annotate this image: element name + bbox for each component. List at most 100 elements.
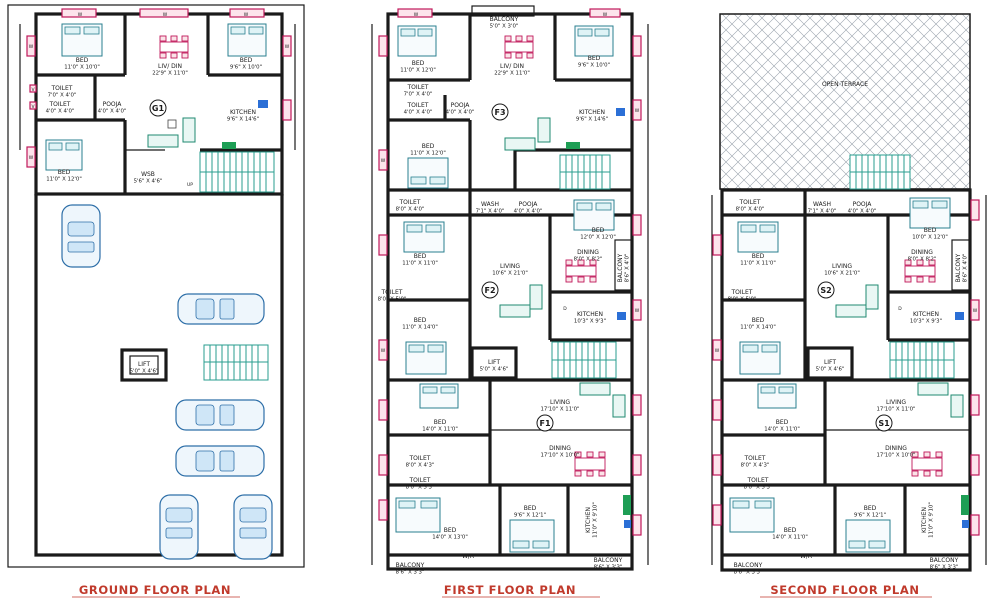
room-dimension: 11'0" X 9'10": [929, 502, 935, 538]
room-name: BED: [588, 55, 601, 62]
room-dimension: 8'0" X 8'2": [908, 257, 937, 263]
room-name: LIVING: [832, 263, 852, 270]
room-dimension: 11'0" X 12'0": [410, 151, 446, 157]
room-dimension: 7'0" X 4'0": [404, 92, 433, 98]
room-dimension: 10'6" X 21'0": [824, 271, 860, 277]
window-mark: W: [244, 12, 249, 18]
room-name: TOILET: [49, 101, 71, 108]
second-floor-plan: [711, 13, 987, 572]
room-dimension: 9'6" X 12'1": [854, 513, 886, 519]
unit-marker: F2: [481, 281, 499, 299]
room-dimension: 8'0" X 4'0": [396, 207, 425, 213]
ground-parking-outline: [34, 194, 284, 557]
room-name: LIFT: [138, 361, 150, 368]
door-mark: D: [563, 306, 567, 312]
room-name: BED: [924, 227, 937, 234]
room-name: KITCHEN: [921, 507, 928, 533]
room-dimension: 4'0" X 4'0": [404, 110, 433, 116]
room-name: LIVING: [500, 263, 520, 270]
room-dimension: 17'10" X 10'0": [540, 453, 579, 459]
room-dimension: 8'6" X 3'3": [396, 570, 425, 576]
room-dimension: 11'0" X 14'0": [402, 325, 438, 331]
room-dimension: 11'0" X 11'0": [402, 261, 438, 267]
unit-marker: S2: [817, 281, 835, 299]
room-dimension: 14'0" X 11'0": [764, 427, 800, 433]
room-dimension: 4'0" X 4'0": [98, 109, 127, 115]
second-lift: [806, 346, 854, 380]
room-name: OPEN TERRACE: [822, 81, 868, 88]
room-dimension: 22'9" X 11'0": [494, 71, 530, 77]
room-dimension: 8'0" X 4'3": [741, 463, 770, 469]
room-name: BED: [752, 253, 765, 260]
window-mark: W: [973, 308, 978, 314]
room-name: BED: [414, 317, 427, 324]
room-dimension: 4'0" X 4'0": [514, 209, 543, 215]
room-dimension: 5'0" X 3'0": [490, 24, 519, 30]
room-dimension: 8'6" X 3'3": [930, 565, 959, 571]
room-name: DINING: [577, 249, 599, 256]
svg-text:G1: G1: [152, 104, 165, 113]
window-mark: W: [715, 348, 720, 354]
room-dimension: 14'0" X 13'0": [432, 535, 468, 541]
room-dimension: 11'0" X 9'10": [593, 502, 599, 538]
room-dimension: 8'0" X 5'0": [378, 297, 407, 303]
car-icon: [61, 204, 101, 268]
room-name: TOILET: [51, 85, 73, 92]
room-dimension: 17'10" X 10'0": [876, 453, 915, 459]
first-floor-title: FIRST FLOOR PLAN: [444, 583, 576, 597]
stair-up-mark: UP: [187, 182, 193, 188]
room-dimension: 8'6" X 4'0": [625, 254, 631, 283]
room-dimension: 17'10" X 11'0": [540, 407, 579, 413]
room-dimension: 10'6" X 21'0": [492, 271, 528, 277]
room-name: TOILET: [409, 455, 431, 462]
room-dimension: 22'9" X 11'0": [152, 71, 188, 77]
first-lift: [470, 346, 518, 380]
room-name: BED: [422, 143, 435, 150]
room-name: BED: [752, 317, 765, 324]
room-dimension: 12'0" X 12'0": [580, 235, 616, 241]
window-mark: W: [78, 12, 83, 18]
room-name: WASH: [813, 201, 831, 208]
first-upper-staircase: [559, 154, 611, 190]
ground-floor-title: GROUND FLOOR PLAN: [79, 583, 231, 597]
room-name: LIV/ DIN: [158, 63, 182, 70]
room-name: BED: [864, 505, 877, 512]
window-mark: W: [29, 44, 34, 50]
first-lower-staircase: [551, 341, 617, 379]
open-terrace: [719, 13, 971, 190]
second-lower-staircase: [889, 341, 955, 379]
window-mark: W: [285, 44, 290, 50]
ventilator-mark: V: [31, 104, 35, 110]
window-mark: W: [163, 12, 168, 18]
room-dimension: 8'6" X 3'3": [594, 565, 623, 571]
room-name: LIFT: [824, 359, 836, 366]
room-name: BED: [412, 60, 425, 67]
ground-plot-boundary: [7, 4, 305, 568]
room-name: POOJA: [451, 102, 471, 109]
room-name: TOILET: [744, 455, 766, 462]
room-name: LIFT: [488, 359, 500, 366]
